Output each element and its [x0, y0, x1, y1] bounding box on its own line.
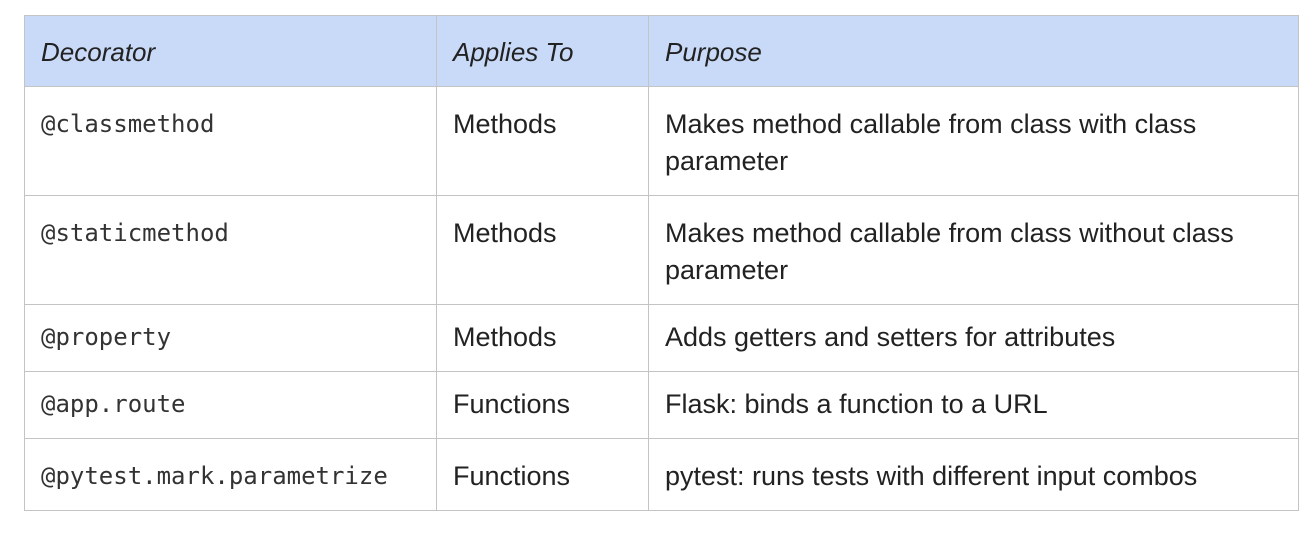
purpose-cell: Makes method callable from class with cl…	[648, 86, 1299, 196]
applies-to-cell: Functions	[436, 371, 649, 439]
table-row: @property Methods Adds getters and sette…	[24, 304, 1299, 372]
header-purpose: Purpose	[648, 15, 1299, 87]
header-applies-to: Applies To	[436, 15, 649, 87]
applies-to-cell: Methods	[436, 195, 649, 305]
table-row: @classmethod Methods Makes method callab…	[24, 86, 1299, 196]
applies-to-cell: Functions	[436, 438, 649, 511]
decorator-cell: @pytest.mark.parametrize	[24, 438, 437, 511]
decorator-cell: @property	[24, 304, 437, 372]
purpose-cell: pytest: runs tests with different input …	[648, 438, 1299, 511]
decorators-table-container: Decorator Applies To Purpose @classmetho…	[24, 15, 1299, 511]
purpose-cell: Adds getters and setters for attributes	[648, 304, 1299, 372]
applies-to-cell: Methods	[436, 304, 649, 372]
header-decorator: Decorator	[24, 15, 437, 87]
table-row: @pytest.mark.parametrize Functions pytes…	[24, 438, 1299, 511]
table-header-row: Decorator Applies To Purpose	[24, 15, 1299, 87]
purpose-cell: Makes method callable from class without…	[648, 195, 1299, 305]
decorator-cell: @staticmethod	[24, 195, 437, 305]
decorators-table: Decorator Applies To Purpose @classmetho…	[24, 15, 1299, 511]
applies-to-cell: Methods	[436, 86, 649, 196]
table-row: @app.route Functions Flask: binds a func…	[24, 371, 1299, 439]
decorator-cell: @app.route	[24, 371, 437, 439]
purpose-cell: Flask: binds a function to a URL	[648, 371, 1299, 439]
decorator-cell: @classmethod	[24, 86, 437, 196]
table-row: @staticmethod Methods Makes method calla…	[24, 195, 1299, 305]
